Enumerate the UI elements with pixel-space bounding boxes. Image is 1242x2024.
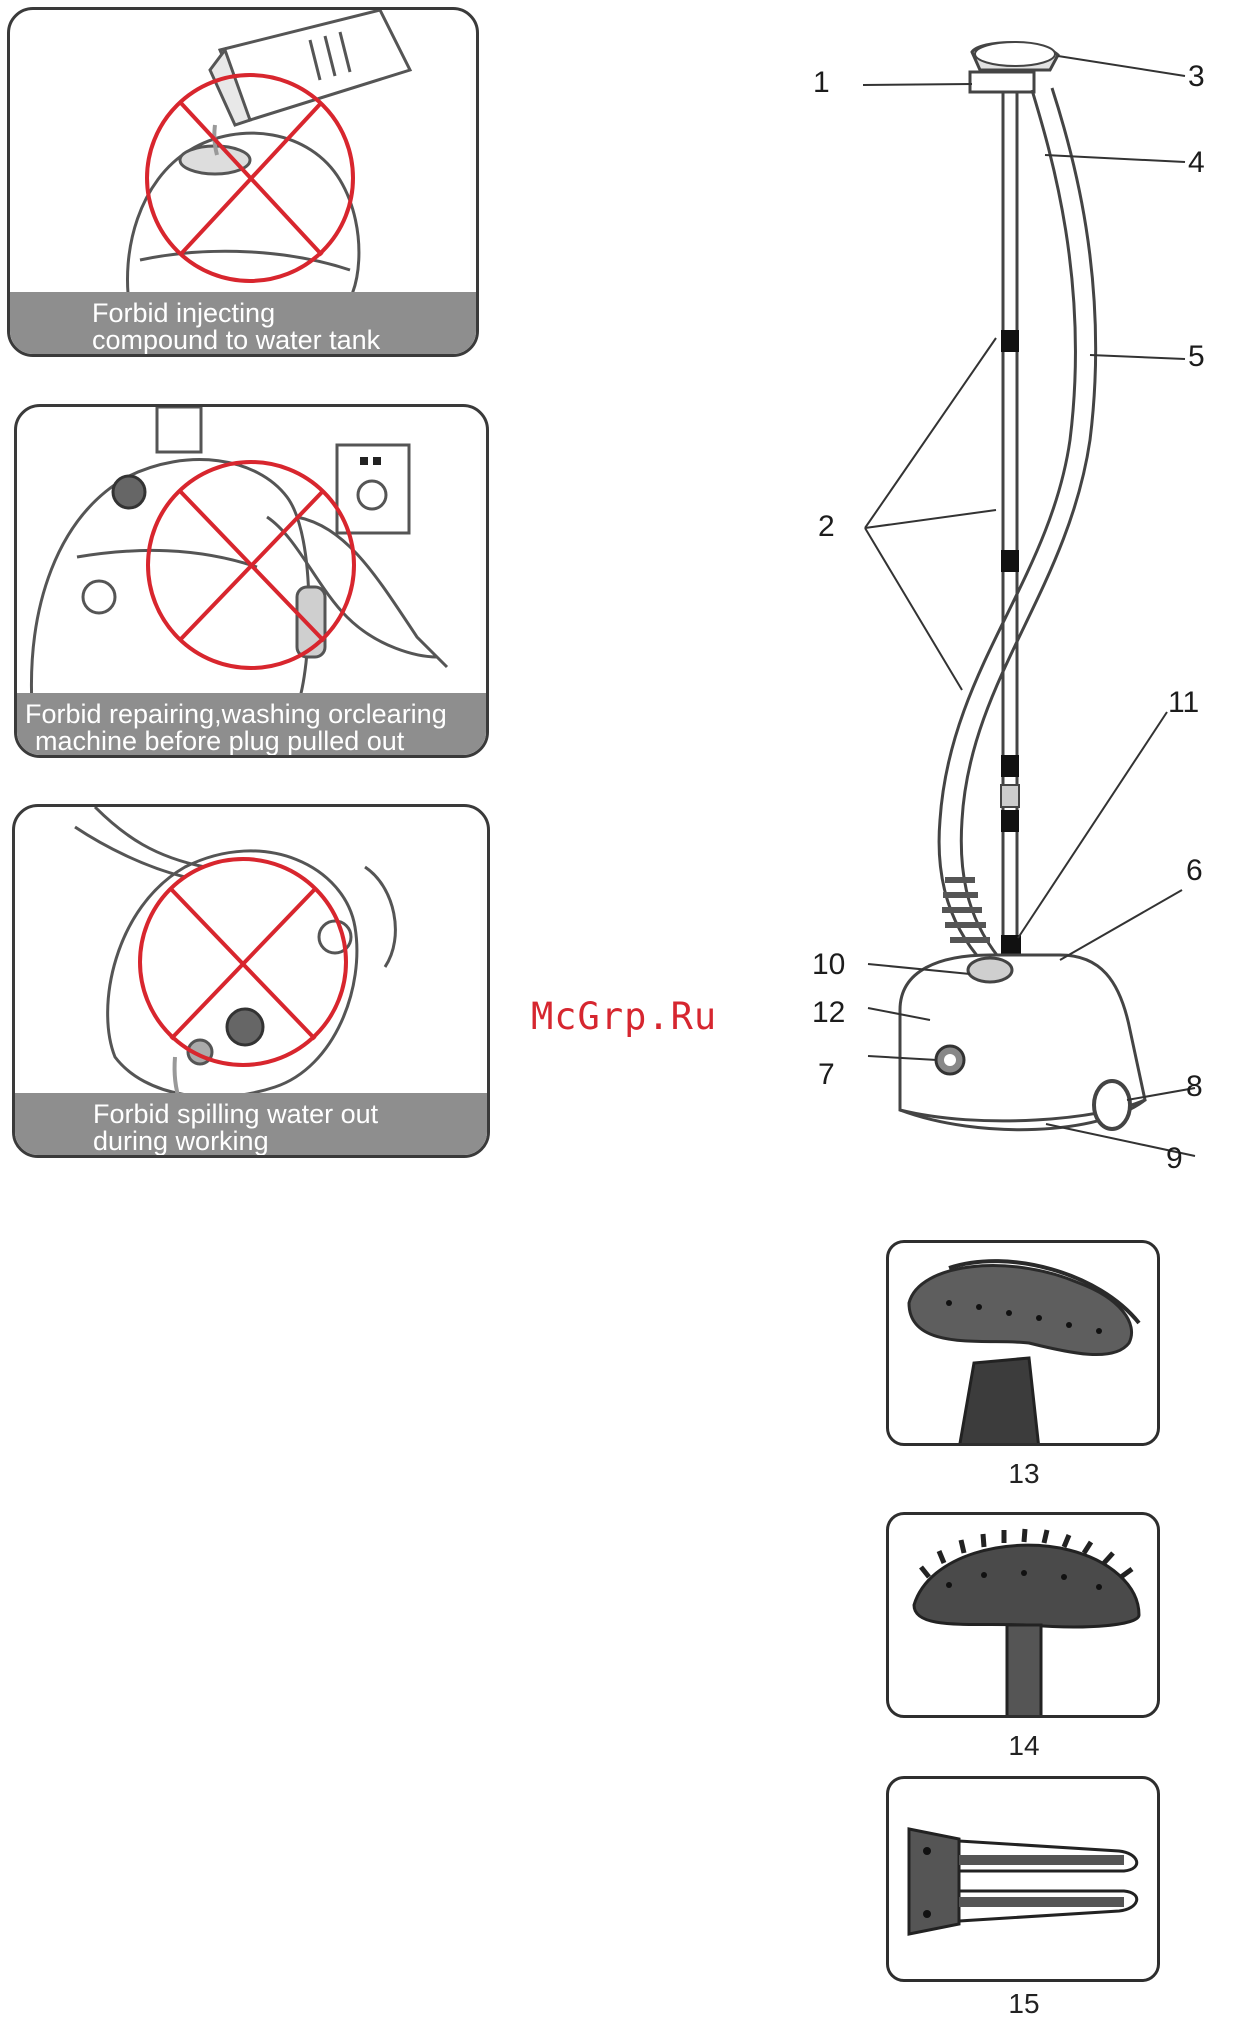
accessory-13-box bbox=[886, 1240, 1160, 1446]
warning-caption-line2: compound to water tank bbox=[92, 327, 476, 354]
warning-caption-line1: Forbid spilling water out bbox=[93, 1101, 487, 1128]
warning-caption: Forbid spilling water out during working bbox=[15, 1093, 487, 1155]
warning-caption: Forbid injecting compound to water tank bbox=[10, 292, 476, 354]
callout-1: 1 bbox=[813, 66, 830, 100]
warning-caption-line1: Forbid injecting bbox=[92, 300, 476, 327]
crease-clip-illustration bbox=[889, 1779, 1160, 1982]
accessory-15-label: 15 bbox=[994, 1988, 1054, 2020]
callout-3: 3 bbox=[1188, 60, 1205, 94]
steam-head-brush-illustration bbox=[889, 1243, 1160, 1446]
warning-caption-line1: Forbid repairing,washing orclearing bbox=[25, 701, 486, 728]
callout-6: 6 bbox=[1186, 854, 1203, 888]
warning-panel-2: Forbid repairing,washing orclearing mach… bbox=[14, 404, 489, 758]
warning-caption-line2: machine before plug pulled out bbox=[25, 728, 486, 755]
warning-caption-line2: during working bbox=[93, 1128, 487, 1155]
warning-panel-3: Forbid spilling water out during working bbox=[12, 804, 490, 1158]
callout-9: 9 bbox=[1166, 1142, 1183, 1176]
accessory-13-label: 13 bbox=[994, 1458, 1054, 1490]
steam-head-bristle-illustration bbox=[889, 1515, 1160, 1718]
callout-7: 7 bbox=[818, 1058, 835, 1092]
warning-panel-1: Forbid injecting compound to water tank bbox=[7, 7, 479, 357]
callout-2: 2 bbox=[818, 510, 835, 544]
callout-4: 4 bbox=[1188, 146, 1205, 180]
warning-caption: Forbid repairing,washing orclearing mach… bbox=[17, 693, 486, 755]
accessory-14-label: 14 bbox=[994, 1730, 1054, 1762]
callout-11: 11 bbox=[1168, 686, 1199, 720]
accessory-15-box bbox=[886, 1776, 1160, 1982]
callout-12: 12 bbox=[812, 996, 845, 1030]
garment-steamer-diagram bbox=[800, 20, 1230, 1200]
accessory-14-box bbox=[886, 1512, 1160, 1718]
callout-10: 10 bbox=[812, 948, 845, 982]
watermark: McGrp.Ru bbox=[531, 995, 717, 1038]
callout-5: 5 bbox=[1188, 340, 1205, 374]
callout-8: 8 bbox=[1186, 1070, 1203, 1104]
